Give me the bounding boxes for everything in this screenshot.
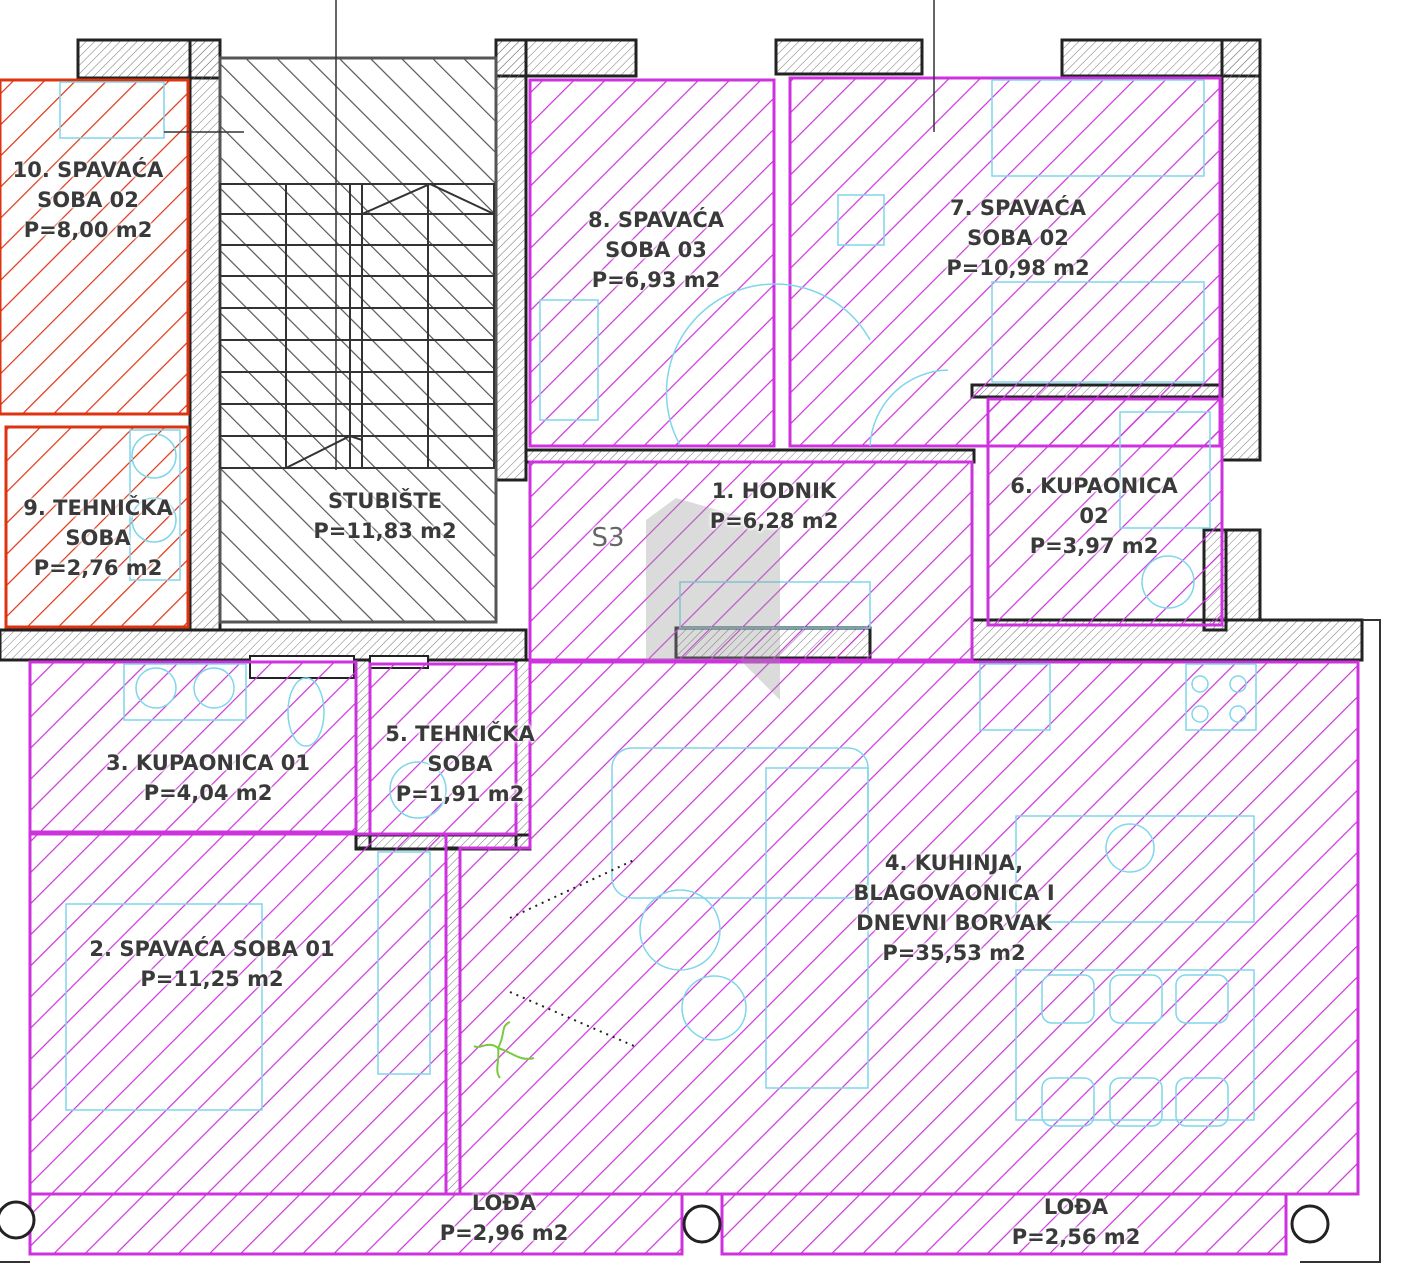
room-name-line: 02 [1079,504,1109,528]
room-area: P=35,53 m2 [882,941,1026,965]
room-area: P=1,91 m2 [395,782,525,806]
room-name-line: 2. SPAVAĆA SOBA 01 [89,937,335,961]
label-soba9: 9. TEHNIČKA SOBA P=2,76 m2 [23,493,172,583]
zone-loda2 [720,1192,1288,1256]
zone-soba9 [4,425,190,629]
room-name-line: DNEVNI BORVAK [856,911,1052,935]
stair-tag: S3 [591,523,625,553]
label-soba2: 2. SPAVAĆA SOBA 01 P=11,25 m2 [89,934,334,994]
room-name-line: 10. SPAVAĆA [12,158,164,182]
room-name-line: SOBA [427,752,493,776]
room-name-line: 1. HODNIK [711,479,837,503]
room-name-line: 4. KUHINJA, [884,851,1024,875]
annotation-lines [509,859,635,1047]
zone-kupaonica6 [986,397,1224,627]
columns [0,1200,1330,1244]
label-kupaonica3: 3. KUPAONICA 01 P=4,04 m2 [106,748,310,808]
label-loda2: LOĐA P=2,56 m2 [1012,1192,1141,1252]
room-name-line: 7. SPAVAĆA [949,196,1087,220]
zone-kupaonica3 [28,660,358,834]
label-hodnik: 1. HODNIK P=6,28 m2 [710,476,839,536]
room-name-line: LOĐA [471,1191,537,1215]
room-name-line: 6. KUPAONICA [1010,474,1178,498]
room-area: P=4,04 m2 [143,781,273,805]
room-name-line: 3. KUPAONICA 01 [105,751,311,775]
room-name-line: SOBA [65,526,131,550]
label-kupaonica6: 6. KUPAONICA 02 P=3,97 m2 [1010,471,1177,561]
room-area: P=6,28 m2 [709,509,839,533]
label-soba10: 10. SPAVAĆA SOBA 02 P=8,00 m2 [13,155,164,245]
stair-steps [219,182,495,469]
room-name-line: STUBIŠTE [327,489,443,513]
room-name-line: BLAGOVAONICA I [853,881,1055,905]
room-name-line: SOBA 02 [37,188,139,212]
room-name-line: LOĐA [1043,1195,1109,1219]
room-area: P=11,83 m2 [313,519,457,543]
label-stubiste: STUBIŠTE P=11,83 m2 [313,486,456,546]
room-area: P=2,56 m2 [1011,1225,1141,1249]
furniture [59,79,1257,1127]
room-area: P=6,93 m2 [591,268,721,292]
zone-loda1 [28,1192,684,1256]
room-area: P=2,96 m2 [439,1221,569,1245]
zone-soba2 [28,832,448,1196]
label-kuhinja: 4. KUHINJA, BLAGOVAONICA I DNEVNI BORVAK… [853,848,1054,968]
room-area: P=2,76 m2 [33,556,163,580]
room-name-line: 5. TEHNIČKA [385,722,535,746]
drawing-lines [164,0,935,470]
room-area: P=10,98 m2 [946,256,1090,280]
label-loda1: LOĐA P=2,96 m2 [440,1188,569,1248]
room-name-line: SOBA 03 [605,238,707,262]
room-name-line: SOBA 02 [967,226,1069,250]
label-soba7: 7. SPAVAĆA SOBA 02 P=10,98 m2 [946,193,1089,283]
label-tehnicka5: 5. TEHNIČKA SOBA P=1,91 m2 [385,719,534,809]
plant-icon [473,1021,535,1079]
room-area: P=11,25 m2 [140,967,284,991]
zone-soba10 [0,78,190,416]
watermark-logo [646,498,780,700]
room-name-line: 8. SPAVAĆA [587,208,725,232]
zone-hodnik [528,460,974,662]
outer-boundary [0,619,1381,1263]
zone-soba8 [528,78,776,448]
room-name-line: 9. TEHNIČKA [23,496,173,520]
room-area: P=8,00 m2 [23,218,153,242]
label-soba8: 8. SPAVAĆA SOBA 03 P=6,93 m2 [588,205,724,295]
room-area: P=3,97 m2 [1029,534,1159,558]
zone-soba7 [788,76,1222,448]
